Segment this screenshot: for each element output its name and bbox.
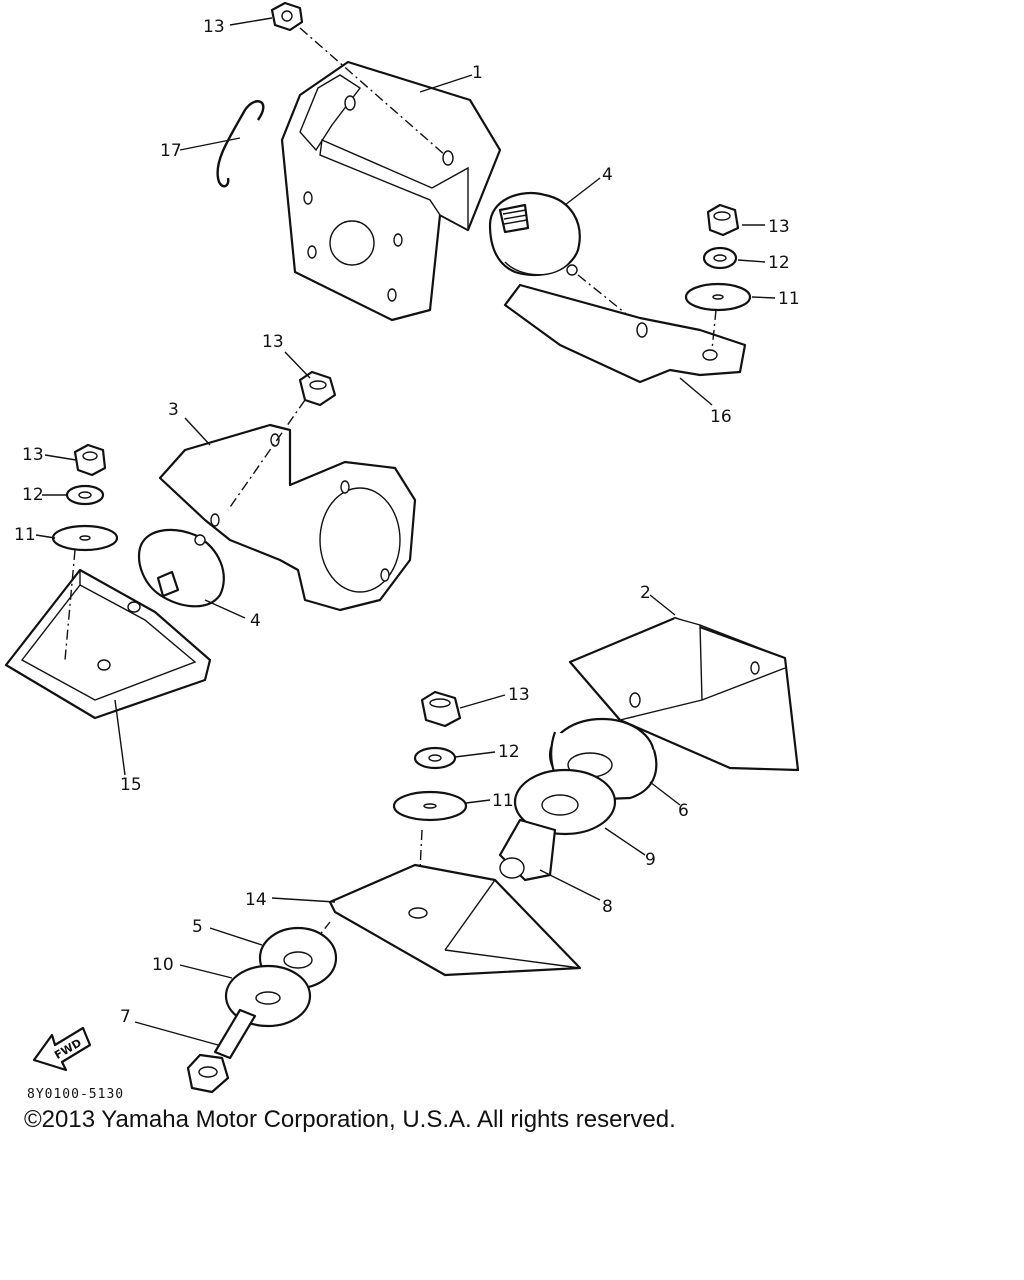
part-9-washer xyxy=(513,768,617,836)
part-2-bracket xyxy=(568,616,800,772)
callout-4: 4 xyxy=(602,165,613,185)
callout-12: 12 xyxy=(22,485,44,505)
part-3-bracket xyxy=(158,423,417,612)
callout-13: 13 xyxy=(262,332,284,352)
callout-7: 7 xyxy=(120,1007,131,1027)
exploded-parts-diagram: FWD 13 1 17 4 13 12 11 xyxy=(4,1,800,1094)
callout-13: 13 xyxy=(768,217,790,237)
callout-17: 17 xyxy=(160,141,182,161)
callout-3: 3 xyxy=(168,400,179,420)
part-13-nut-right xyxy=(706,203,740,237)
part-11-washer-right xyxy=(684,282,752,312)
callout-10: 10 xyxy=(152,955,174,975)
part-1-bracket xyxy=(280,60,502,322)
callout-11: 11 xyxy=(778,289,800,309)
callout-8: 8 xyxy=(602,897,613,917)
forward-direction-arrow-icon: FWD xyxy=(32,1026,92,1072)
callout-5: 5 xyxy=(192,917,203,937)
part-11-washer-lower xyxy=(392,790,468,822)
part-12-washer-lower xyxy=(413,746,457,770)
callout-6: 6 xyxy=(678,801,689,821)
callout-13: 13 xyxy=(22,445,44,465)
part-13-nut-left xyxy=(73,443,107,477)
part-13-nut-top xyxy=(270,1,304,32)
part-7-bolt xyxy=(186,1008,257,1094)
part-12-washer-right xyxy=(702,246,738,270)
part-17-clip xyxy=(216,100,265,188)
callout-9: 9 xyxy=(645,850,656,870)
part-13-nut-mid xyxy=(298,370,337,407)
part-10-washer xyxy=(224,964,312,1028)
callout-15: 15 xyxy=(120,775,142,795)
callout-11: 11 xyxy=(492,791,514,811)
part-15-bracket xyxy=(4,568,212,720)
callout-4: 4 xyxy=(250,611,261,631)
part-16-bracket xyxy=(503,283,747,384)
callout-13: 13 xyxy=(203,17,225,37)
part-14-bracket xyxy=(328,863,582,977)
part-11-washer-left xyxy=(51,524,119,552)
callout-14: 14 xyxy=(245,890,267,910)
leader-lines xyxy=(35,17,776,1046)
part-13-nut-lower xyxy=(420,690,462,728)
part-4-rubber-mount-mid xyxy=(137,528,225,608)
part-4-rubber-mount-top xyxy=(488,191,581,277)
callout-16: 16 xyxy=(710,407,732,427)
callout-12: 12 xyxy=(498,742,520,762)
callout-12: 12 xyxy=(768,253,790,273)
callout-2: 2 xyxy=(640,583,651,603)
callout-11: 11 xyxy=(14,525,36,545)
copyright-notice: ©2013 Yamaha Motor Corporation, U.S.A. A… xyxy=(24,1106,676,1133)
callout-numbers: 13 1 17 4 13 12 11 16 13 3 13 12 11 4 15… xyxy=(14,17,800,1027)
callout-1: 1 xyxy=(472,63,483,83)
callout-13: 13 xyxy=(508,685,530,705)
drawing-code: 8Y0100-5130 xyxy=(27,1087,125,1102)
part-12-washer-left xyxy=(65,484,105,506)
part-8-collar xyxy=(498,818,557,882)
